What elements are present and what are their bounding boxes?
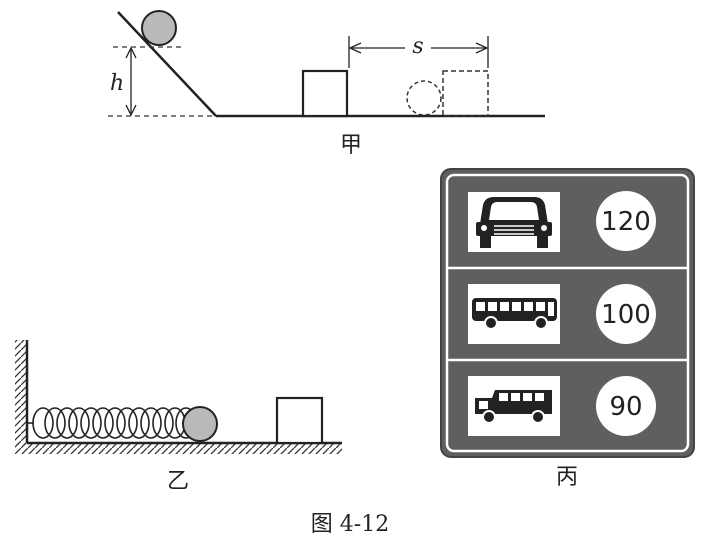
limit-circle-100	[596, 284, 656, 344]
limit-value-car: 120	[601, 207, 651, 237]
ball-against-spring	[182, 406, 218, 442]
sign-row-bus: 100	[468, 284, 656, 344]
caption-bing: 丙	[556, 465, 578, 490]
limit-value-truck: 90	[609, 392, 642, 422]
limit-value-bus: 100	[601, 300, 651, 330]
car-icon	[476, 197, 552, 248]
ball-final-position	[406, 80, 442, 116]
limit-circle-90	[596, 376, 656, 436]
block-final-position	[442, 70, 489, 117]
ball-on-incline	[141, 10, 177, 46]
block-yi	[275, 396, 324, 445]
limit-circle-120	[596, 191, 656, 251]
sign-row-car: 120	[468, 191, 656, 252]
sign-row-truck: 90	[468, 376, 656, 436]
floor-hatching	[15, 443, 342, 454]
panel-yi: 乙	[15, 340, 342, 494]
wall-hatching	[15, 340, 27, 445]
caption-yi: 乙	[167, 469, 189, 494]
block	[301, 69, 349, 118]
truck-icon	[475, 390, 552, 424]
panel-jia: h s 甲	[108, 10, 545, 158]
incline-ramp	[117, 11, 217, 117]
panel-bing: 120 100	[440, 168, 695, 490]
spring	[27, 407, 197, 439]
caption-jia: 甲	[340, 133, 362, 158]
height-label: h	[110, 71, 124, 96]
bus-icon	[472, 298, 557, 330]
distance-label: s	[412, 34, 423, 59]
figure-caption: 图 4-12	[311, 512, 389, 537]
